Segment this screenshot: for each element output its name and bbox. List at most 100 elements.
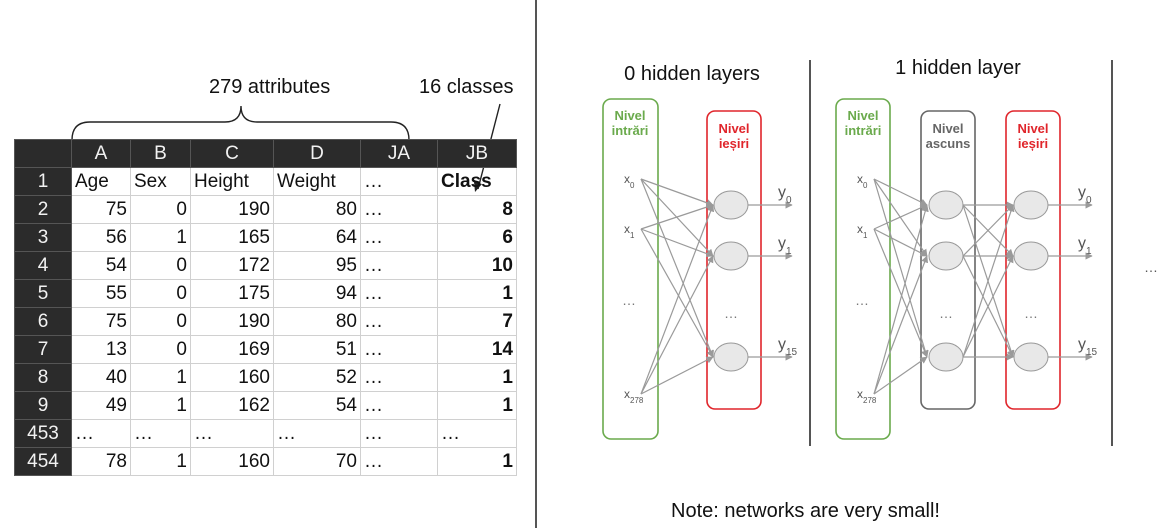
net1-input-connection: [873, 255, 929, 395]
table-cell[interactable]: 1: [437, 447, 517, 476]
table-cell[interactable]: 165: [190, 223, 274, 252]
row-number[interactable]: 5: [14, 279, 72, 308]
svg-text:x1: x1: [857, 222, 868, 240]
attributes-label: 279 attributes: [209, 76, 331, 98]
net1-hidden-connection: [962, 204, 1015, 358]
table-cell[interactable]: 162: [190, 391, 274, 420]
output-label: y15: [778, 336, 798, 358]
note-text: Note: networks are very small!: [671, 500, 940, 522]
table-cell[interactable]: 7: [437, 307, 517, 336]
net0-connection: [640, 178, 714, 358]
table-cell[interactable]: 13: [71, 335, 131, 364]
table-cell[interactable]: 95: [273, 251, 361, 280]
net0-input-box: [602, 98, 659, 440]
table-cell[interactable]: 49: [71, 391, 131, 420]
net1-hidden-ellipsis: …: [939, 305, 953, 321]
row-number[interactable]: 453: [14, 419, 72, 448]
column-header-jb[interactable]: JB: [437, 139, 517, 168]
table-cell[interactable]: …: [360, 307, 438, 336]
table-cell[interactable]: …: [130, 419, 191, 448]
table-cell[interactable]: 0: [130, 307, 191, 336]
table-cell[interactable]: …: [360, 223, 438, 252]
table-cell[interactable]: 80: [273, 307, 361, 336]
net1-hidden-box: [920, 110, 976, 410]
row-number[interactable]: 454: [14, 447, 72, 476]
net0-connection: [640, 255, 714, 395]
net0-output-node: [713, 241, 749, 271]
svg-text:y1: y1: [778, 235, 792, 257]
table-cell[interactable]: 175: [190, 279, 274, 308]
more-networks-ellipsis: …: [1144, 259, 1158, 275]
row-number[interactable]: 2: [14, 195, 72, 224]
row-number[interactable]: 3: [14, 223, 72, 252]
net1-hidden-connection: [962, 204, 1014, 257]
column-header-ja[interactable]: JA: [360, 139, 438, 168]
table-cell[interactable]: 56: [71, 223, 131, 252]
table-cell[interactable]: 1: [130, 391, 191, 420]
net0-output-ellipsis: …: [724, 305, 738, 321]
table-cell[interactable]: 75: [71, 307, 131, 336]
column-header-c[interactable]: C: [190, 139, 274, 168]
table-cell[interactable]: …: [437, 419, 517, 448]
table-cell[interactable]: 1: [130, 363, 191, 392]
table-cell[interactable]: 1: [130, 447, 191, 476]
table-cell[interactable]: 52: [273, 363, 361, 392]
table-cell[interactable]: 160: [190, 447, 274, 476]
net0-connection: [640, 228, 714, 258]
output-label: y0: [778, 184, 792, 206]
svg-text:x278: x278: [857, 387, 877, 405]
table-cell[interactable]: 14: [437, 335, 517, 364]
table-cell[interactable]: Height: [190, 167, 274, 196]
table-cell[interactable]: 78: [71, 447, 131, 476]
table-cell[interactable]: 0: [130, 195, 191, 224]
output-label: y1: [778, 235, 792, 257]
table-cell[interactable]: Age: [71, 167, 131, 196]
table-cell[interactable]: Sex: [130, 167, 191, 196]
table-cell[interactable]: 8: [437, 195, 517, 224]
net1-input-connection: [873, 228, 928, 257]
column-header-b[interactable]: B: [130, 139, 191, 168]
table-cell[interactable]: …: [360, 419, 438, 448]
net0-output-node: [713, 342, 749, 372]
table-cell[interactable]: 70: [273, 447, 361, 476]
table-cell[interactable]: 1: [130, 223, 191, 252]
table-cell[interactable]: …: [360, 195, 438, 224]
row-number[interactable]: 7: [14, 335, 72, 364]
table-cell[interactable]: 54: [71, 251, 131, 280]
table-cell[interactable]: 54: [273, 391, 361, 420]
net0-output-node: [713, 190, 749, 220]
table-cell[interactable]: 10: [437, 251, 517, 280]
row-number[interactable]: 1: [14, 167, 72, 196]
svg-text:y15: y15: [778, 336, 798, 358]
attributes-brace: [71, 105, 410, 141]
table-cell[interactable]: 75: [71, 195, 131, 224]
table-cell[interactable]: Weight: [273, 167, 361, 196]
table-cell[interactable]: 1: [437, 363, 517, 392]
net1-input-connection: [873, 228, 928, 358]
svg-text:x278: x278: [624, 387, 644, 405]
table-cell[interactable]: 172: [190, 251, 274, 280]
table-cell[interactable]: …: [360, 363, 438, 392]
table-cell[interactable]: 80: [273, 195, 361, 224]
row-number[interactable]: 8: [14, 363, 72, 392]
input-label: x0: [857, 172, 868, 190]
table-cell[interactable]: 190: [190, 195, 274, 224]
svg-text:x0: x0: [624, 172, 635, 190]
table-cell[interactable]: …: [360, 447, 438, 476]
net1-hidden-node: [928, 190, 964, 220]
table-cell[interactable]: 1: [437, 279, 517, 308]
net1-output-node: [1013, 241, 1049, 271]
table-cell[interactable]: …: [273, 419, 361, 448]
